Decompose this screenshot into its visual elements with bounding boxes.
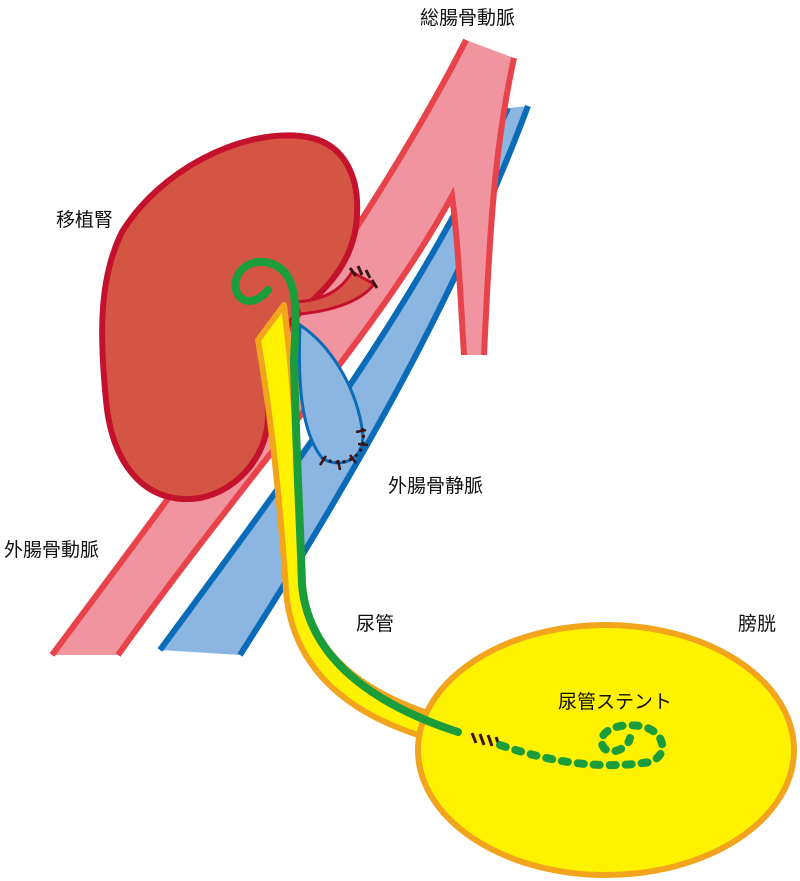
label-external-iliac-artery: 外腸骨動脈 xyxy=(4,539,99,561)
label-ureter: 尿管 xyxy=(356,613,394,635)
renal-artery-anastomosis xyxy=(293,265,379,316)
label-common-iliac-artery: 総腸骨動脈 xyxy=(420,7,515,29)
label-graft-kidney: 移植腎 xyxy=(56,209,113,231)
renal-vein-anastomosis xyxy=(297,322,369,471)
ureteral-anastomosis-suture xyxy=(470,732,502,749)
label-bladder: 膀胱 xyxy=(738,613,776,635)
label-external-iliac-vein: 外腸骨静脈 xyxy=(388,475,483,497)
label-ureteral-stent: 尿管ステント xyxy=(558,691,672,713)
ureteral-stent xyxy=(231,257,667,770)
